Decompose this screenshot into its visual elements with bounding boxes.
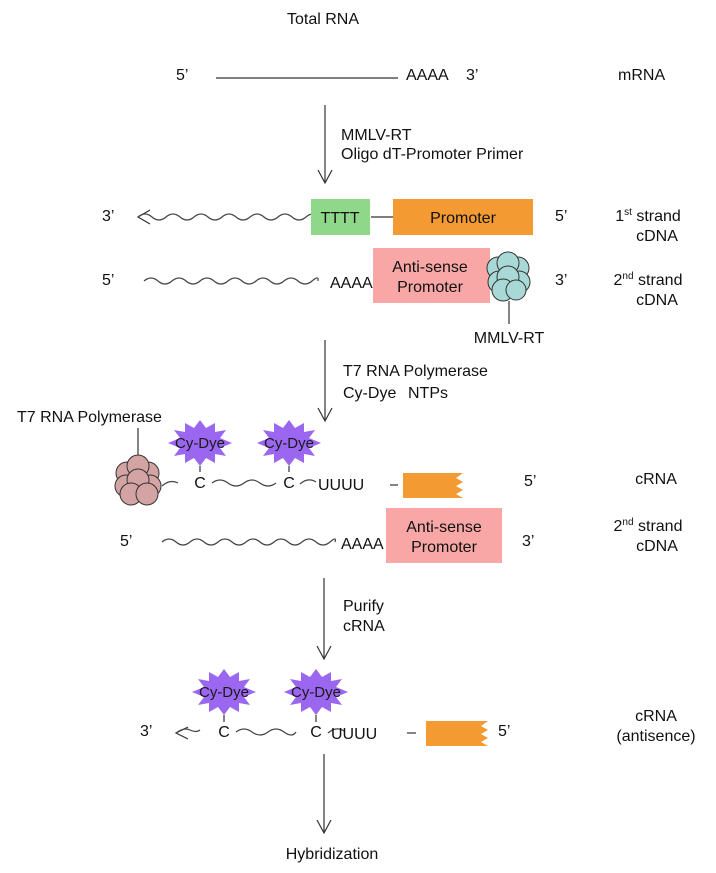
final-arrow	[316, 754, 332, 835]
arrow-down-icon	[316, 819, 332, 835]
antisense-promoter-box	[373, 248, 490, 303]
antisense-label-2: Promoter	[397, 279, 463, 296]
final-crna-label-antisence: (antisence)	[616, 728, 695, 745]
cy-dye-label: Cy-Dye	[175, 435, 225, 452]
second-strand-poly-a: AAAA	[330, 275, 373, 292]
antisense-label-1: Anti-sense	[406, 519, 482, 536]
second-strand-label-cdna: cDNA	[636, 292, 678, 309]
cy-dye-label: Cy-Dye	[264, 435, 314, 452]
arrow-left-icon	[136, 209, 151, 225]
template-3prime: 3’	[522, 533, 534, 550]
hybridization-label: Hybridization	[286, 846, 378, 863]
final-c-2: C	[310, 724, 322, 741]
step2-reagent-t7: T7 RNA Polymerase	[343, 363, 488, 380]
final-c-1: C	[218, 724, 230, 741]
crna-c-1: C	[194, 475, 206, 492]
first-strand-label: 1st strand	[615, 207, 681, 225]
step3-crna: cRNA	[343, 618, 385, 635]
title-total-rna: Total RNA	[287, 11, 359, 28]
final-uuuu: UUUU	[331, 726, 377, 743]
first-strand-label-cdna: cDNA	[636, 228, 678, 245]
final-crna-row: 3’ Cy-Dye C Cy-Dye C UUUU 5’ cRNA (antis…	[140, 669, 696, 746]
t7-polymerase-icon	[114, 454, 162, 506]
mmlv-rt-enzyme-label: MMLV-RT	[474, 330, 545, 347]
template-5prime: 5’	[120, 533, 132, 550]
final-wavy-segment	[175, 728, 201, 734]
final-wavy-segment	[327, 728, 345, 734]
antisense-label-2: Promoter	[411, 539, 477, 556]
final-crna-label: cRNA	[635, 708, 677, 725]
second-strand-row: 5’ AAAA Anti-sense Promoter MMLV-RT 3’ 2…	[102, 248, 682, 347]
template-label-cdna: cDNA	[636, 538, 678, 555]
template-label: 2nd strand	[614, 517, 683, 535]
step3-arrow: Purify cRNA	[316, 578, 385, 661]
mrna-5prime: 5’	[176, 67, 188, 84]
promoter-label: Promoter	[430, 210, 496, 227]
second-strand-wavy-line	[143, 277, 319, 285]
crna-uuuu: UUUU	[318, 477, 364, 494]
tttt-box	[311, 199, 370, 235]
step1-arrow: MMLV-RT Oligo dT-Promoter Primer	[317, 105, 524, 185]
mrna-label: mRNA	[618, 67, 665, 84]
mrna-3prime: 3’	[466, 67, 478, 84]
first-strand-3prime: 3’	[102, 208, 114, 225]
tttt-label: TTTT	[320, 210, 359, 227]
second-strand-3prime: 3’	[555, 272, 567, 289]
crna-c-2: C	[283, 475, 295, 492]
crna-label: cRNA	[635, 471, 677, 488]
arrow-down-icon	[317, 407, 333, 423]
promoter-box	[393, 199, 533, 235]
second-strand-label: 2nd strand	[614, 271, 683, 289]
crna-wavy-segment	[299, 479, 317, 485]
arrow-down-icon	[317, 169, 333, 185]
antisense-label-1: Anti-sense	[392, 259, 468, 276]
mrna-row: 5’ AAAA 3’ mRNA	[176, 67, 665, 84]
template-wavy-line	[161, 538, 337, 546]
mmlv-rt-enzyme-icon	[486, 251, 531, 302]
crna-wavy-segment	[161, 480, 179, 487]
crna-5prime: 5’	[524, 473, 536, 490]
step2-reagent-ntps: NTPs	[408, 385, 448, 402]
cy-dye-label: Cy-Dye	[199, 684, 249, 701]
arrow-down-icon	[316, 645, 332, 661]
crna-row: T7 RNA Polymerase Cy-Dye C Cy-Dye C UUUU…	[17, 409, 677, 506]
t7-polymerase-label: T7 RNA Polymerase	[17, 409, 162, 426]
promoter-fragment	[426, 721, 488, 746]
crna-wavy-segment	[211, 479, 277, 487]
template-poly-a: AAAA	[341, 536, 384, 553]
second-strand-template-row: 5’ AAAA Anti-sense Promoter 3’ 2nd stran…	[120, 508, 682, 563]
mrna-poly-a: AAAA	[406, 67, 449, 84]
cy-dye-label: Cy-Dye	[291, 684, 341, 701]
step1-reagent-primer: Oligo dT-Promoter Primer	[341, 146, 524, 163]
second-strand-5prime: 5’	[102, 272, 114, 289]
final-5prime: 5’	[498, 723, 510, 740]
step1-reagent-mmlv-rt: MMLV-RT	[341, 127, 412, 144]
first-strand-row: 3’ TTTT Promoter 5’ 1st strand cDNA	[102, 199, 681, 245]
promoter-fragment	[403, 473, 463, 498]
first-strand-wavy-line	[137, 213, 319, 221]
step2-reagent-cydye: Cy-Dye	[343, 385, 396, 402]
final-wavy-segment	[235, 728, 297, 736]
final-3prime: 3’	[140, 723, 152, 740]
step3-purify: Purify	[343, 598, 384, 615]
antisense-promoter-box	[386, 508, 502, 563]
step2-arrow: T7 RNA Polymerase Cy-Dye NTPs	[317, 340, 488, 423]
first-strand-5prime: 5’	[555, 208, 567, 225]
